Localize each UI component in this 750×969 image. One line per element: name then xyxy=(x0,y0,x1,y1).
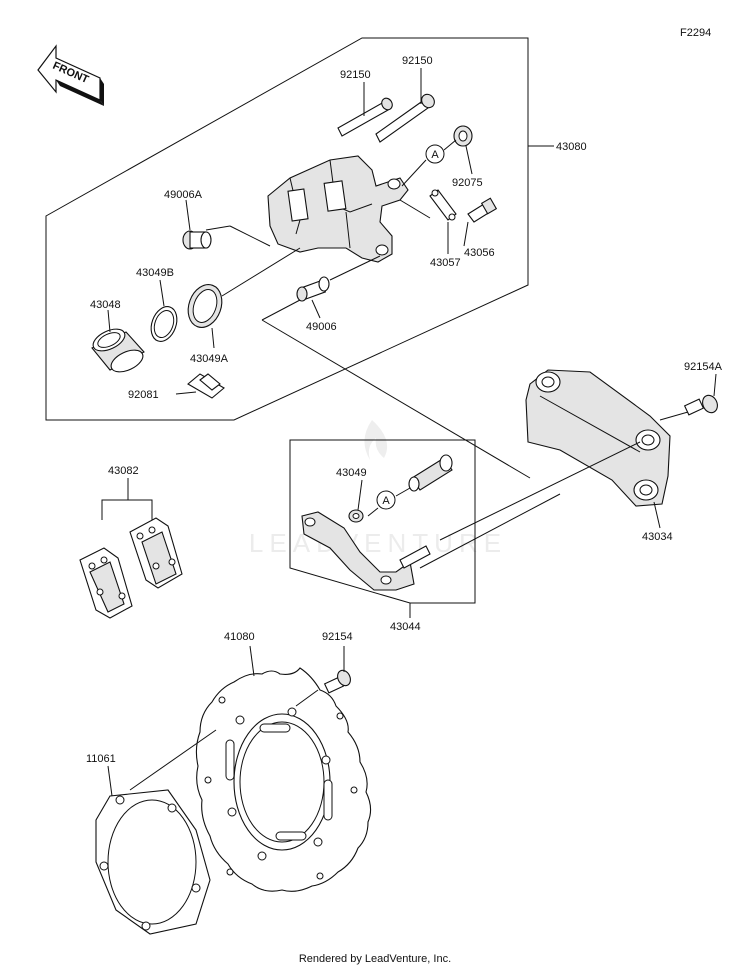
cap-92075[interactable] xyxy=(453,125,473,147)
brake-pad-left[interactable] xyxy=(79,547,133,619)
seal-43049b[interactable] xyxy=(147,303,182,345)
label-92154[interactable]: 92154 xyxy=(322,631,353,643)
label-43049[interactable]: 43049 xyxy=(336,467,367,479)
watermark: LEADVENTURE xyxy=(249,420,507,558)
label-49006[interactable]: 49006 xyxy=(306,321,337,333)
label-43056[interactable]: 43056 xyxy=(464,247,495,259)
caliper-assembly-boundary xyxy=(45,37,529,421)
label-43048[interactable]: 43048 xyxy=(90,299,121,311)
leader-lines xyxy=(107,68,717,797)
diagram-id: F2294 xyxy=(680,27,711,39)
label-43034[interactable]: 43034 xyxy=(642,531,673,543)
label-43049a[interactable]: 43049A xyxy=(190,353,229,365)
bolt-92154a[interactable] xyxy=(683,393,721,416)
seal-43049a[interactable] xyxy=(182,280,227,332)
label-92150-a[interactable]: 92150 xyxy=(340,69,371,81)
clip-92081[interactable] xyxy=(187,373,225,399)
brake-disc-41080[interactable] xyxy=(195,667,372,892)
bracket-assembly-boundary xyxy=(289,439,476,604)
marker-a-label: A xyxy=(431,149,439,161)
bolt-92154[interactable] xyxy=(323,668,353,694)
label-43049b[interactable]: 43049B xyxy=(136,267,174,279)
bleeder-link-43057[interactable] xyxy=(429,189,457,221)
label-41080[interactable]: 41080 xyxy=(224,631,255,643)
label-43057[interactable]: 43057 xyxy=(430,257,461,269)
slide-pin[interactable] xyxy=(408,454,453,492)
label-49006a[interactable]: 49006A xyxy=(164,189,203,201)
footer-credit: Rendered by LeadVenture, Inc. xyxy=(299,953,451,965)
pin-92150-a[interactable] xyxy=(337,96,394,137)
label-11061[interactable]: 11061 xyxy=(86,753,116,765)
brake-pad-right[interactable] xyxy=(129,517,183,589)
boot-49006a[interactable] xyxy=(182,230,212,250)
piston-43048[interactable] xyxy=(90,325,146,377)
label-92150-b[interactable]: 92150 xyxy=(402,55,433,67)
bleeder-valve-43056[interactable] xyxy=(467,197,498,223)
marker-a-label-2: A xyxy=(382,495,390,507)
mounting-bracket-43044[interactable] xyxy=(301,511,431,591)
label-43082[interactable]: 43082 xyxy=(108,465,139,477)
pin-92150-b[interactable] xyxy=(375,92,437,143)
front-direction-arrow: FRONT xyxy=(37,44,104,106)
reference-marker-a-top: A xyxy=(425,144,445,164)
label-43044[interactable]: 43044 xyxy=(390,621,421,633)
pad-set-bracket xyxy=(101,499,153,520)
boot-49006[interactable] xyxy=(296,276,330,302)
reference-marker-a-bottom: A xyxy=(376,490,396,510)
caliper-body[interactable] xyxy=(267,155,409,263)
bracket-43034[interactable] xyxy=(525,369,671,507)
label-92075[interactable]: 92075 xyxy=(452,177,483,189)
watermark-text: LEADVENTURE xyxy=(249,528,507,558)
label-92081[interactable]: 92081 xyxy=(128,389,159,401)
gasket-11061[interactable] xyxy=(95,789,211,935)
part-labels: 92150 92150 43080 92075 49006A 43056 430… xyxy=(86,55,723,765)
label-43080[interactable]: 43080 xyxy=(556,141,587,153)
label-92154a[interactable]: 92154A xyxy=(684,361,723,373)
washer-43049[interactable] xyxy=(348,509,364,523)
